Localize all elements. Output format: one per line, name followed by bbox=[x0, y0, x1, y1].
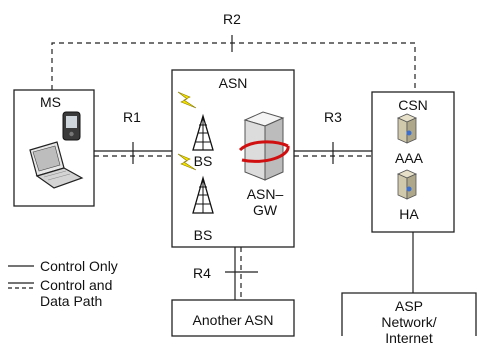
asn-gw-label-line2: GW bbox=[252, 202, 278, 218]
r3-label: R3 bbox=[324, 109, 342, 125]
asp-network-label-line2: Internet bbox=[385, 330, 433, 346]
r4-link bbox=[225, 247, 258, 300]
ms-label: MS bbox=[40, 94, 61, 110]
legend-control-data: Control and Data Path bbox=[40, 277, 112, 309]
lightning-icon bbox=[177, 153, 197, 171]
server-icon bbox=[238, 111, 290, 181]
aaa-server-icon bbox=[397, 113, 417, 144]
r1-link bbox=[94, 142, 172, 164]
another-asn-box bbox=[171, 299, 295, 337]
lightning-icon bbox=[177, 91, 197, 109]
r3-link bbox=[294, 142, 372, 164]
bs-top-label: BS bbox=[193, 153, 213, 169]
asn-label: ASN bbox=[218, 75, 248, 91]
r2-label: R2 bbox=[223, 11, 241, 27]
bs-bottom-label: BS bbox=[193, 227, 213, 243]
asp-network-label: ASP Network/ Internet bbox=[375, 298, 444, 346]
asn-gw-label-line1: ASN– bbox=[246, 186, 284, 202]
base-station-bottom-icon bbox=[192, 175, 214, 214]
asn-gw-label: ASN– GW bbox=[247, 186, 284, 218]
base-station-top-icon bbox=[192, 113, 214, 151]
legend-control-data-line1: Control and bbox=[40, 277, 113, 293]
pda-icon bbox=[62, 111, 81, 141]
r1-label: R1 bbox=[123, 109, 141, 125]
laptop-icon bbox=[29, 141, 84, 189]
csn-label: CSN bbox=[398, 97, 428, 113]
r2-link bbox=[51, 42, 416, 92]
another-asn-label: Another ASN bbox=[192, 312, 274, 328]
csn-box bbox=[371, 91, 455, 233]
asp-network-box bbox=[341, 292, 477, 336]
diagram-canvas bbox=[8, 35, 477, 337]
aaa-label: AAA bbox=[394, 150, 424, 166]
legend-control-only: Control Only bbox=[40, 258, 118, 274]
legend-control-data-line2: Data Path bbox=[40, 293, 103, 309]
ha-server-icon bbox=[397, 169, 417, 200]
asp-network-label-line1: ASP Network/ bbox=[381, 298, 437, 330]
ha-label: HA bbox=[399, 206, 419, 222]
r4-label: R4 bbox=[193, 265, 211, 281]
